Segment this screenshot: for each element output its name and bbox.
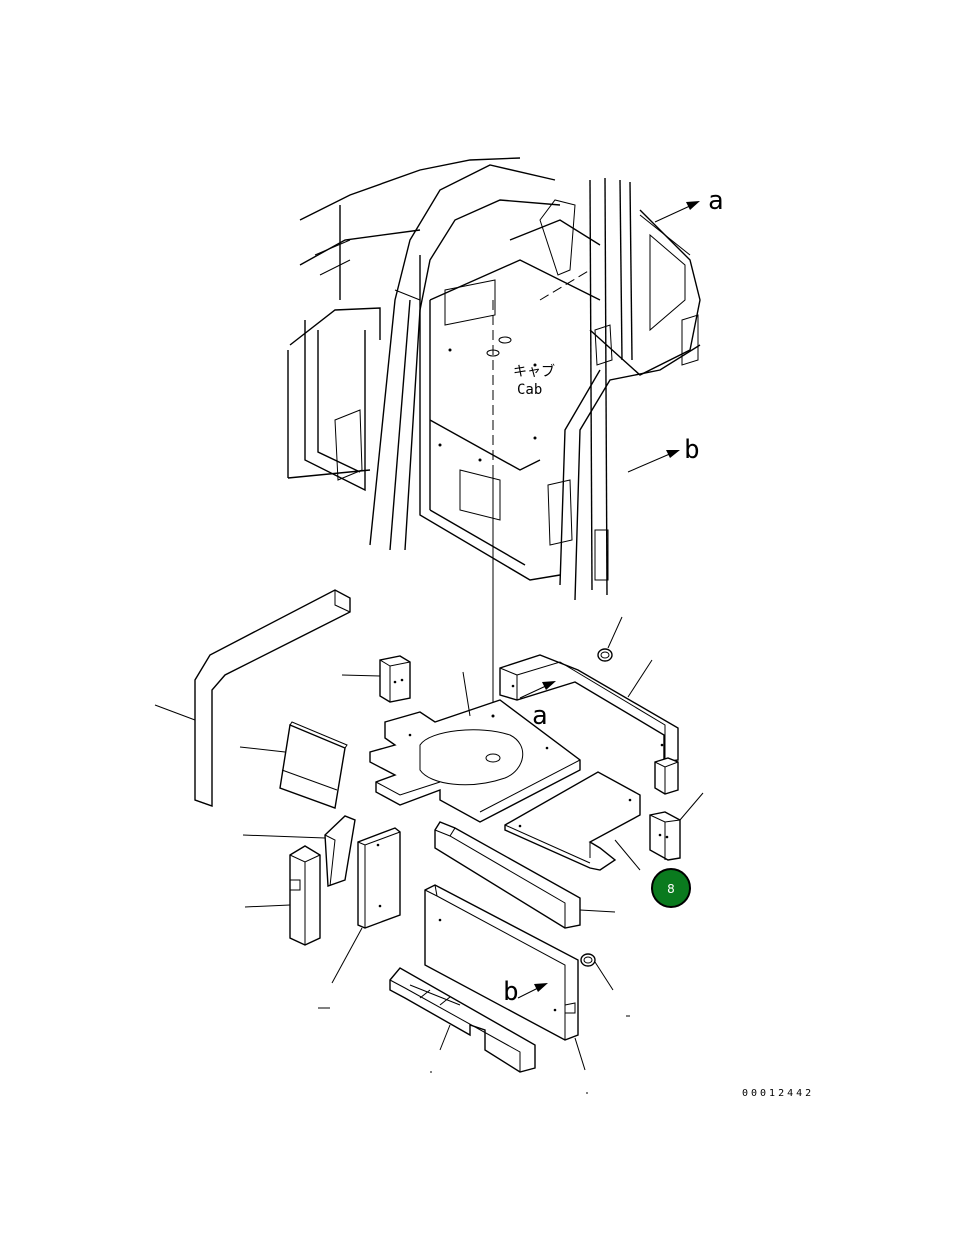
drawing-code: 00012442 — [742, 1088, 814, 1099]
callout-8-label: 8 — [667, 882, 675, 896]
part-l-bar — [154, 589, 351, 807]
label-b-part: b — [503, 977, 519, 1007]
part-washer-2 — [580, 953, 614, 991]
cab-arrow-a — [654, 201, 700, 223]
part-vertical-plate — [331, 827, 401, 984]
part-small-block-2 — [654, 757, 679, 795]
part-small-block-3 — [649, 792, 704, 861]
part-small-block-1 — [341, 655, 411, 703]
label-a-part: a — [532, 701, 548, 731]
callout-8-badge[interactable]: 8 — [651, 868, 691, 908]
leader-marks — [318, 1007, 630, 1094]
part-slotted-block — [244, 845, 321, 946]
part-long-bar — [434, 821, 616, 929]
part-plate-right — [504, 771, 641, 871]
part-arrow-b — [517, 983, 548, 999]
label-b-cab: b — [684, 435, 700, 465]
label-a-cab: a — [708, 186, 724, 216]
cab-assembly — [287, 157, 701, 712]
label-cab-jp: キャブ — [513, 363, 555, 380]
part-channel — [389, 967, 536, 1073]
part-large-plate — [424, 884, 586, 1071]
label-cab-en: Cab — [517, 382, 542, 398]
part-curved-pad — [239, 721, 348, 809]
part-washer-1 — [597, 616, 623, 662]
cab-arrow-b — [627, 450, 680, 473]
part-angled-pad — [242, 815, 356, 887]
part-arrow-a — [519, 681, 556, 699]
part-floor-plate — [369, 671, 581, 823]
